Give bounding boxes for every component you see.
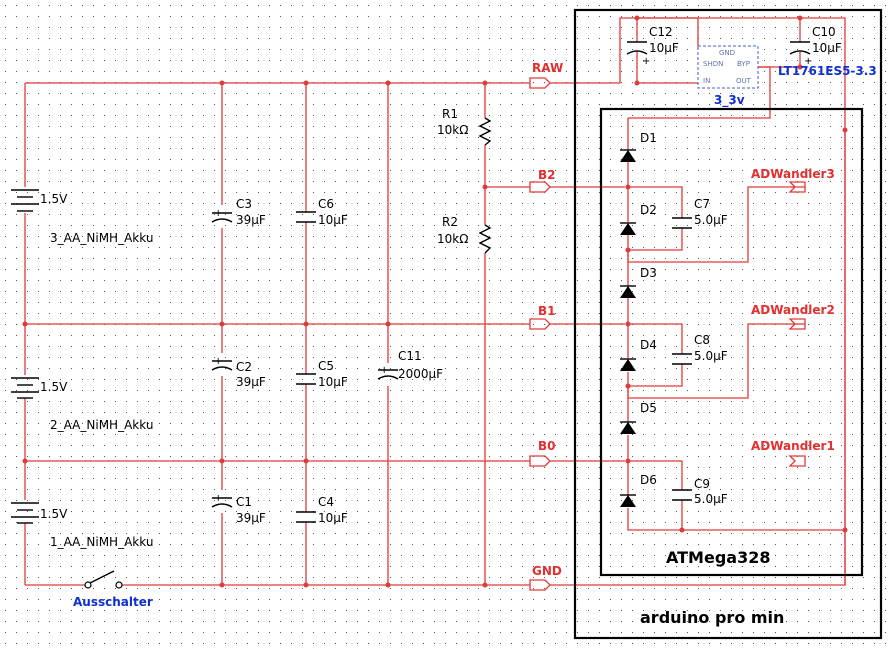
c7-ref: C7 (694, 197, 710, 211)
net-raw: RAW (532, 61, 563, 75)
c8-ref: C8 (694, 333, 710, 347)
board-label: arduino pro min (640, 608, 784, 627)
switch-label: Ausschalter (73, 595, 153, 609)
c9-ref: C9 (694, 477, 710, 491)
c1-value: 39µF (236, 511, 266, 525)
svg-text:+: + (804, 56, 812, 67)
d3-label: D3 (640, 266, 657, 280)
capacitor-c2: + (211, 356, 233, 371)
mcu-label: ATMega328 (666, 548, 770, 567)
regulator-part: LT1761ES5-3.3 (778, 64, 877, 78)
net-b1: B1 (538, 304, 556, 318)
r2-value: 10kΩ (437, 232, 468, 246)
resistor-r2 (478, 224, 492, 254)
reg-pin-out: OUT (736, 77, 752, 85)
net-b2: B2 (538, 168, 556, 182)
capacitor-c11: + (377, 365, 399, 380)
c12-value: 10µF (649, 41, 679, 55)
capacitors-c12-c10: + + (626, 41, 812, 67)
battery-2-voltage: 1.5V (40, 380, 68, 394)
junction-dots (22, 15, 848, 588)
capacitor-c5 (296, 373, 316, 385)
battery-1-voltage: 1.5V (40, 507, 68, 521)
d2-label: D2 (640, 203, 657, 217)
diodes (620, 149, 636, 507)
d4-label: D4 (640, 338, 657, 352)
battery-3-voltage: 1.5V (40, 192, 68, 206)
c9-value: 5.0µF (694, 492, 728, 506)
battery-1-name: 1_AA_NiMH_Akku (50, 535, 153, 549)
c12-ref: C12 (649, 25, 673, 39)
battery-2-name: 2_AA_NiMH_Akku (50, 418, 153, 432)
c6-ref: C6 (318, 197, 334, 211)
c3-value: 39µF (236, 213, 266, 227)
capacitor-c4 (296, 511, 316, 523)
net-flags (529, 77, 806, 591)
net-gnd: GND (532, 564, 562, 578)
capacitors-c7-c8-c9 (672, 217, 692, 501)
battery-1 (11, 502, 39, 524)
capacitor-c1: + (211, 493, 233, 508)
capacitor-c6 (296, 211, 316, 223)
net-ad1: ADWandler1 (751, 439, 835, 453)
reg-pin-gnd: GND (719, 49, 735, 57)
reg-pin-shdn: SHDN (703, 60, 723, 68)
net-ad2: ADWandler2 (751, 303, 835, 317)
svg-text:+: + (642, 56, 650, 67)
c4-value: 10µF (318, 511, 348, 525)
d6-label: D6 (640, 473, 657, 487)
regulator-net: 3_3v (714, 93, 745, 108)
r2-ref: R2 (442, 215, 458, 229)
net-ad3: ADWandler3 (751, 167, 835, 181)
net-b0: B0 (538, 439, 556, 453)
c3-ref: C3 (236, 197, 252, 211)
regulator-ic: GND SHDN BYP IN OUT (697, 45, 759, 89)
r1-ref: R1 (442, 107, 458, 121)
arduino-board-outline (573, 8, 883, 640)
resistor-r1 (478, 117, 492, 146)
c2-value: 39µF (236, 375, 266, 389)
svg-text:+: + (380, 365, 388, 376)
c5-value: 10µF (318, 375, 348, 389)
d5-label: D5 (640, 401, 657, 415)
svg-text:+: + (214, 493, 222, 504)
wires (24, 17, 846, 586)
svg-text:+: + (214, 356, 222, 367)
c6-value: 10µF (318, 213, 348, 227)
c11-value: 2000µF (398, 367, 443, 381)
c1-ref: C1 (236, 495, 252, 509)
battery-3-name: 3_AA_NiMH_Akku (50, 231, 153, 245)
c2-ref: C2 (236, 360, 252, 374)
c10-value: 10µF (812, 41, 842, 55)
reg-pin-byp: BYP (737, 60, 750, 68)
c10-ref: C10 (812, 25, 836, 39)
mcu-outline (599, 107, 864, 577)
power-switch (84, 570, 123, 589)
c11-ref: C11 (398, 349, 422, 363)
battery-2 (11, 377, 39, 399)
reg-pin-in: IN (703, 77, 710, 85)
c5-ref: C5 (318, 359, 334, 373)
c4-ref: C4 (318, 495, 334, 509)
c8-value: 5.0µF (694, 349, 728, 363)
c7-value: 5.0µF (694, 213, 728, 227)
capacitor-c3: + (211, 208, 233, 223)
battery-3 (11, 189, 39, 212)
d1-label: D1 (640, 131, 657, 145)
r1-value: 10kΩ (437, 123, 468, 137)
svg-text:+: + (214, 208, 222, 219)
